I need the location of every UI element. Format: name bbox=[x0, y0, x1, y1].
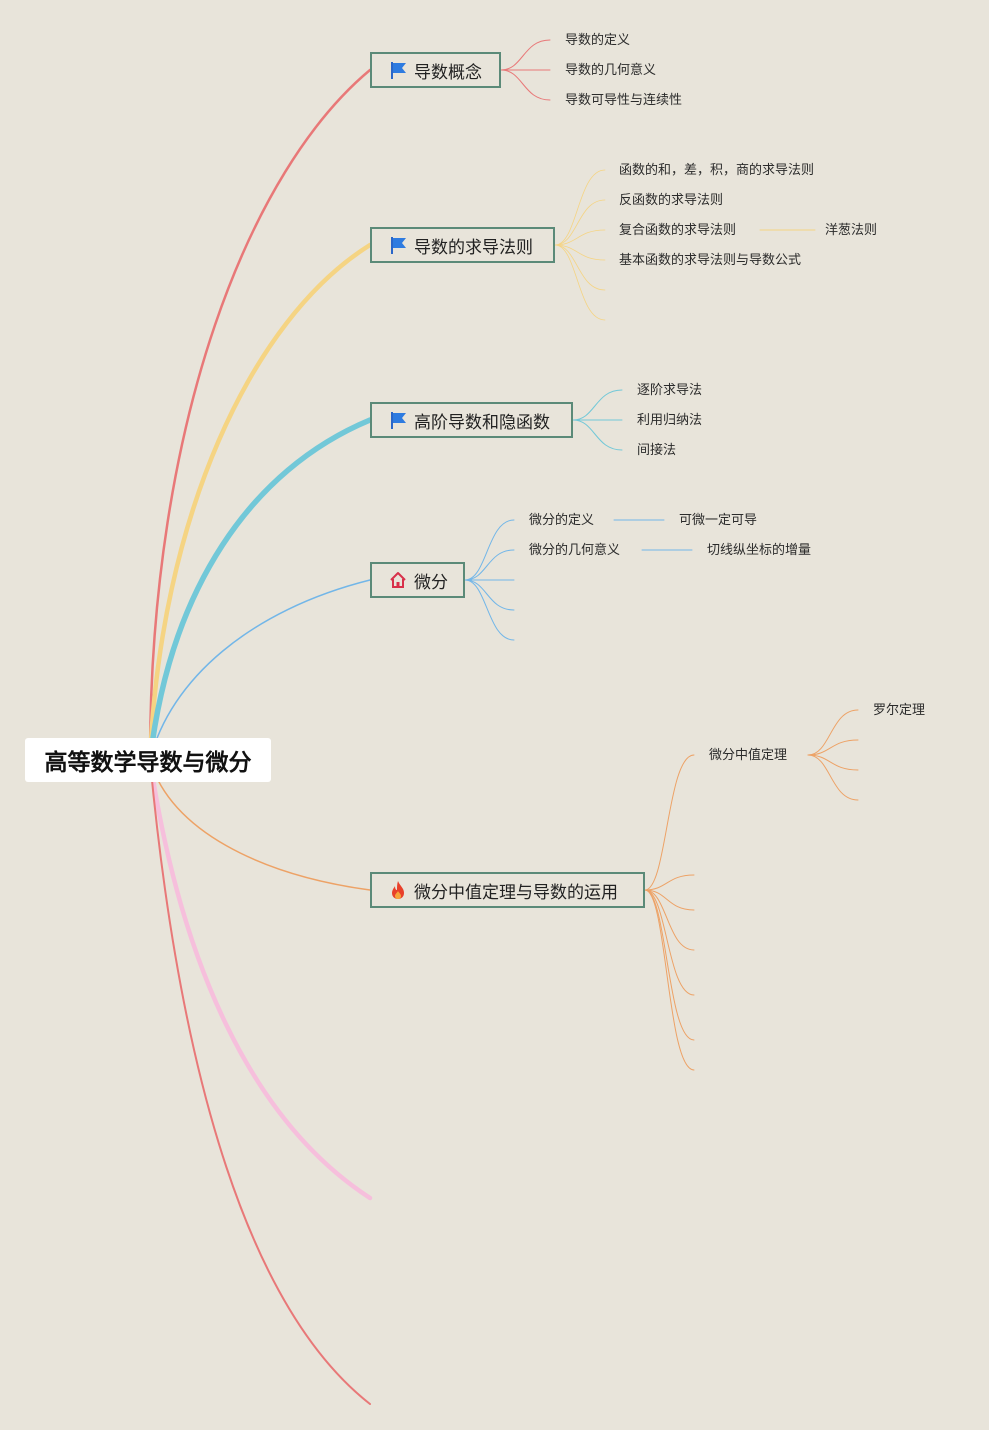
leaf-node[interactable]: 微分的定义 bbox=[529, 513, 595, 528]
branch-mean-value[interactable]: 微分中值定理与导数的运用 bbox=[370, 872, 645, 908]
branch-connector bbox=[149, 579, 371, 761]
leaf-node[interactable]: 复合函数的求导法则 bbox=[619, 223, 737, 238]
leaf-node[interactable]: 间接法 bbox=[637, 443, 677, 458]
sub-leaf-node[interactable]: 洋葱法则 bbox=[825, 223, 878, 238]
leaf-connector bbox=[807, 754, 859, 801]
leaf-node[interactable]: 导数的几何意义 bbox=[565, 63, 657, 78]
sub-leaf-node[interactable]: 罗尔定理 bbox=[873, 703, 926, 718]
leaf-connector bbox=[644, 889, 695, 1071]
branch-connector bbox=[148, 68, 372, 762]
branch-label: 微分 bbox=[414, 572, 448, 593]
leaf-node[interactable]: 导数的定义 bbox=[565, 33, 631, 48]
leaf-connector bbox=[464, 579, 515, 611]
branch-higher-order[interactable]: 高阶导数和隐函数 bbox=[370, 402, 573, 438]
leaf-connector bbox=[554, 244, 606, 261]
branch-connector bbox=[149, 759, 371, 1405]
leaf-connector bbox=[500, 39, 551, 71]
leaf-connector bbox=[554, 199, 606, 246]
sub-leaf-node[interactable]: 可微一定可导 bbox=[679, 513, 758, 528]
branch-derivative-concept[interactable]: 导数概念 bbox=[370, 52, 501, 88]
leaf-connector bbox=[554, 229, 606, 246]
branch-label: 导数的求导法则 bbox=[414, 237, 533, 258]
leaf-connector bbox=[644, 889, 695, 911]
leaf-connector bbox=[807, 739, 859, 756]
branch-label: 高阶导数和隐函数 bbox=[414, 412, 550, 433]
leaf-node[interactable]: 逐阶求导法 bbox=[637, 383, 703, 398]
branch-connector bbox=[149, 759, 371, 891]
leaf-node[interactable]: 导数可导性与连续性 bbox=[565, 93, 683, 108]
branch-connector bbox=[147, 757, 373, 1201]
flag-icon bbox=[388, 410, 408, 430]
leaf-node[interactable]: 微分中值定理 bbox=[709, 748, 788, 763]
branch-connector bbox=[147, 417, 373, 763]
flag-icon bbox=[388, 60, 408, 80]
branch-differential[interactable]: 微分 bbox=[370, 562, 465, 598]
leaf-connector bbox=[644, 874, 695, 891]
leaf-node[interactable]: 微分的几何意义 bbox=[529, 543, 621, 558]
leaf-connector bbox=[572, 389, 623, 421]
leaf-connector bbox=[807, 754, 859, 771]
leaf-connector bbox=[807, 709, 859, 756]
leaf-connector bbox=[644, 889, 695, 1041]
leaf-node[interactable]: 函数的和，差，积，商的求导法则 bbox=[619, 163, 815, 178]
root-topic[interactable]: 高等数学导数与微分 bbox=[25, 738, 271, 782]
leaf-connector bbox=[554, 169, 606, 246]
leaf-connector bbox=[464, 549, 515, 581]
leaf-connector bbox=[644, 754, 695, 891]
leaf-connector bbox=[554, 244, 606, 291]
home-icon bbox=[388, 570, 408, 590]
branch-derivation-rules[interactable]: 导数的求导法则 bbox=[370, 227, 555, 263]
leaf-connector bbox=[644, 889, 695, 996]
branch-label: 微分中值定理与导数的运用 bbox=[414, 882, 618, 903]
leaf-node[interactable]: 利用归纳法 bbox=[637, 413, 703, 428]
root-topic-label: 高等数学导数与微分 bbox=[44, 750, 252, 776]
leaf-connector bbox=[554, 244, 606, 321]
leaf-connector bbox=[464, 579, 515, 641]
fire-icon bbox=[388, 880, 408, 900]
leaf-node[interactable]: 反函数的求导法则 bbox=[619, 193, 724, 208]
leaf-connector bbox=[464, 519, 515, 581]
branch-label: 导数概念 bbox=[414, 62, 482, 83]
sub-leaf-node[interactable]: 切线纵坐标的增量 bbox=[707, 543, 812, 558]
flag-icon bbox=[388, 235, 408, 255]
leaf-node[interactable]: 基本函数的求导法则与导数公式 bbox=[619, 253, 802, 268]
leaf-connector bbox=[572, 419, 623, 451]
leaf-connector bbox=[644, 889, 695, 951]
branch-connector bbox=[147, 242, 373, 763]
leaf-connector bbox=[500, 69, 551, 101]
